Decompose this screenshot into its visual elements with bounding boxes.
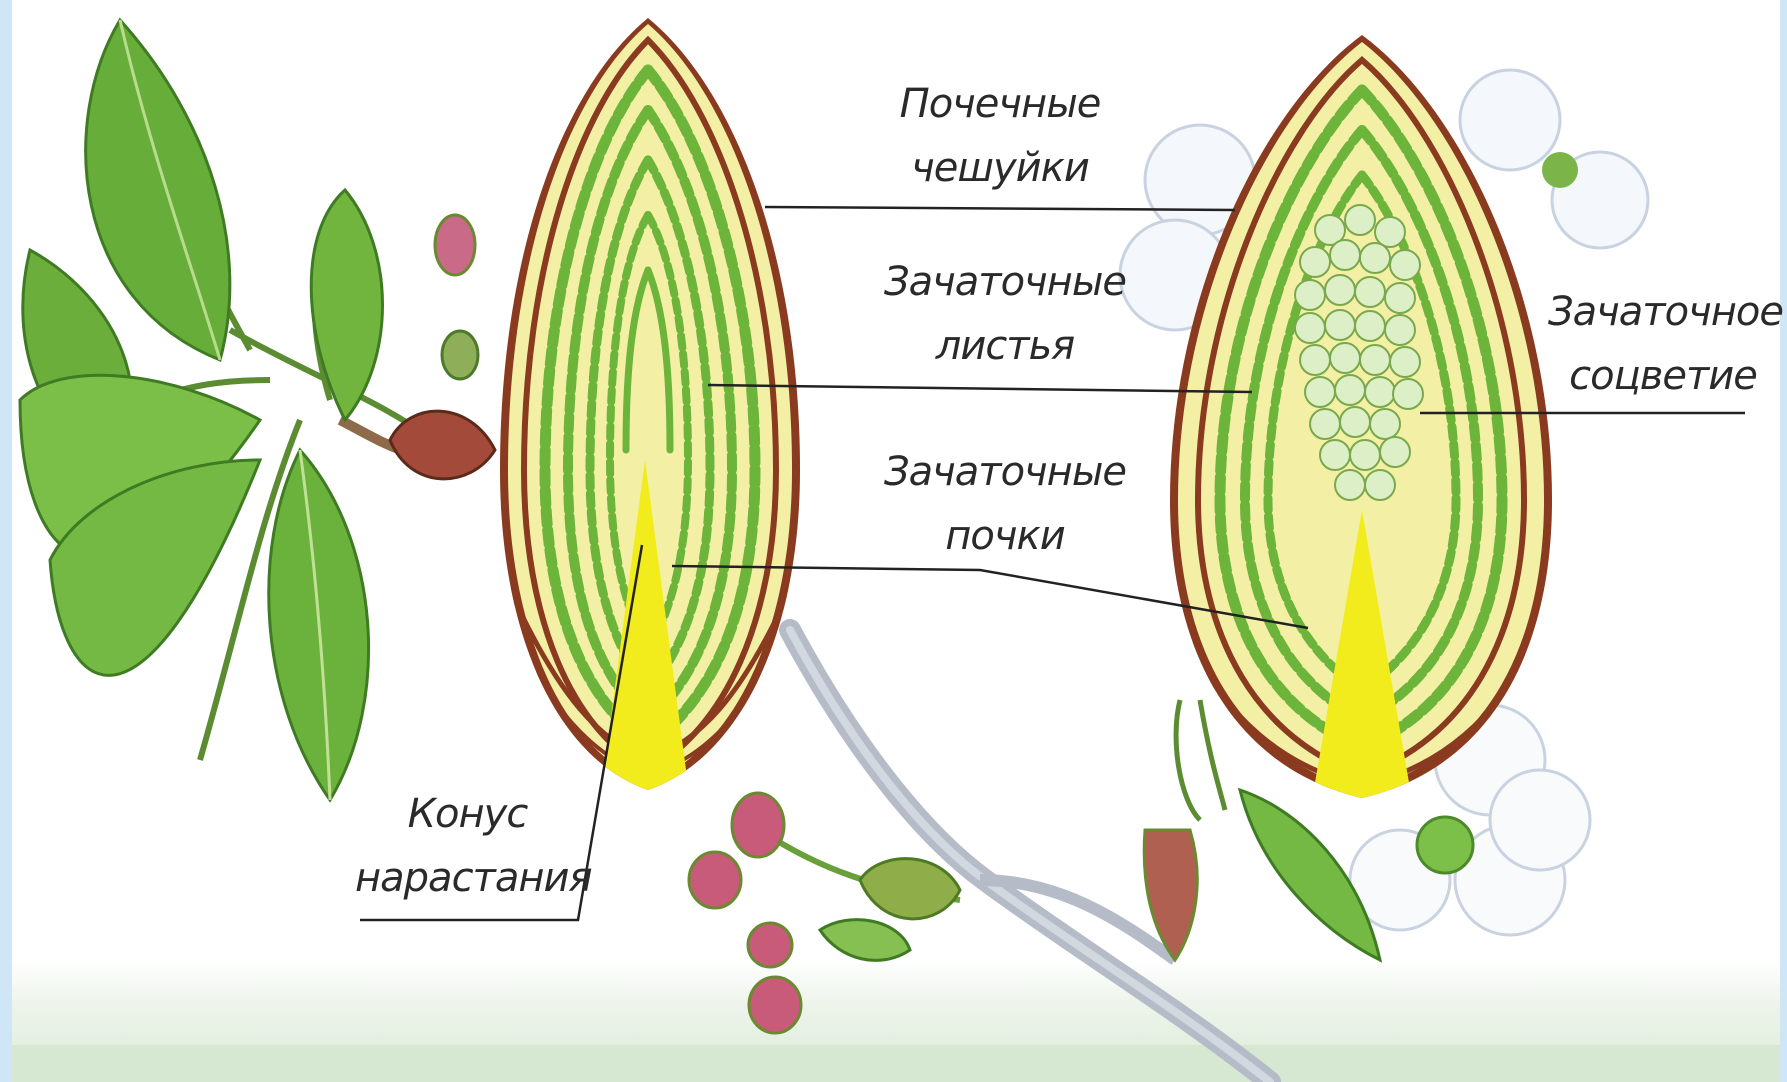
- label-embryonic-leaves: Зачаточные листья: [860, 250, 1150, 378]
- label-bud-scales: Почечные чешуйки: [870, 72, 1130, 200]
- label-embryonic-buds: Зачаточные почки: [860, 440, 1150, 568]
- label-growth-cone: Конус нарастания: [355, 782, 580, 910]
- label-embryonic-inflorescence: Зачаточное соцветие: [1548, 280, 1778, 408]
